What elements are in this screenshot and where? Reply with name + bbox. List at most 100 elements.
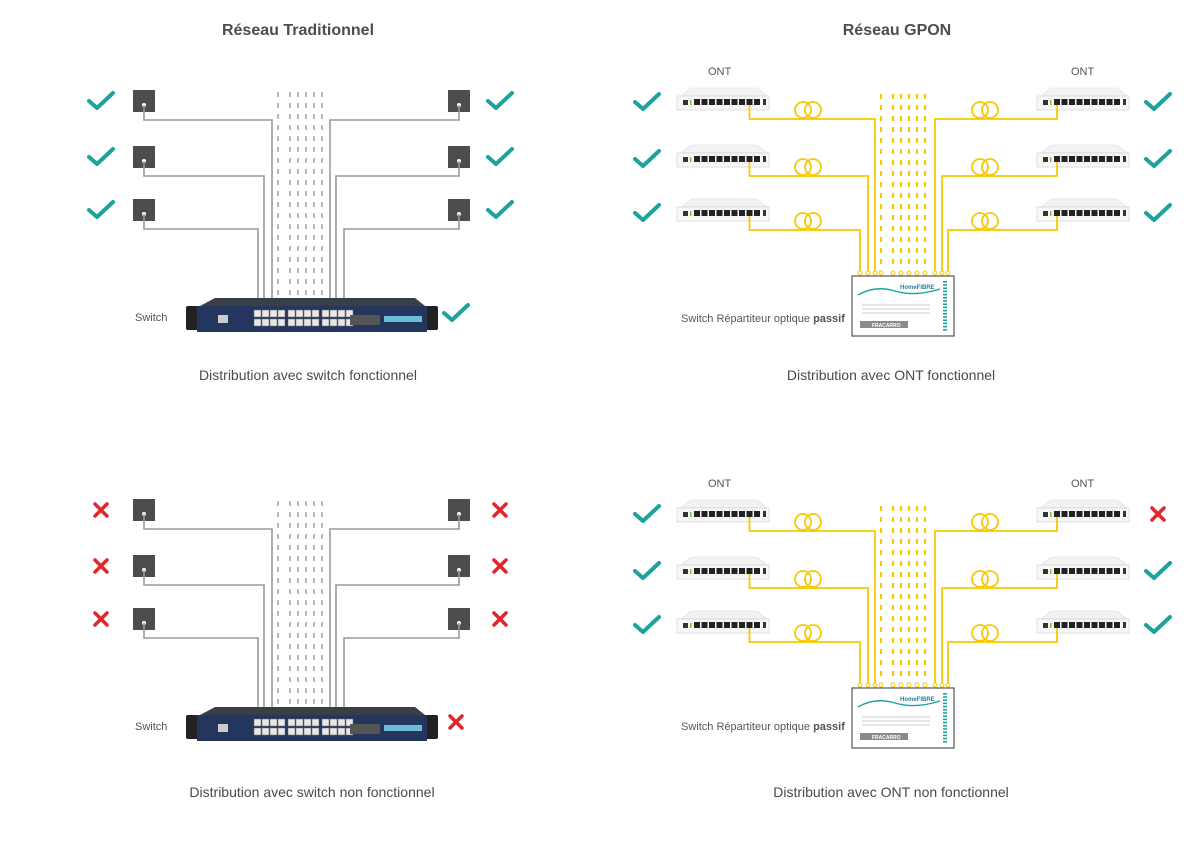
- wall-socket: [448, 555, 470, 577]
- check-icon: [87, 91, 115, 110]
- ont-port: [1069, 156, 1075, 162]
- ont-led: [690, 211, 692, 216]
- ont-port: [1106, 622, 1113, 628]
- ont-port: [1069, 210, 1075, 216]
- copper-cable: [329, 514, 460, 729]
- ont-switch: [763, 568, 766, 574]
- splitter-label-bold: passif: [813, 313, 845, 325]
- coil-loop: [981, 212, 999, 230]
- ethernet-port: [287, 309, 296, 318]
- caption-gpon-ok: Distribution avec ONT fonctionnel: [786, 367, 996, 383]
- ont-led: [690, 157, 692, 162]
- ont-led: [690, 100, 692, 105]
- fiber-coil-icon: [971, 101, 999, 119]
- fiber-connector: [872, 270, 878, 276]
- ont-port: [724, 511, 730, 517]
- ont-port: [1099, 99, 1105, 105]
- ont-port: [1084, 511, 1090, 517]
- splitter-output-port: [943, 297, 947, 299]
- ont-port: [1106, 156, 1113, 162]
- brand-plate: [384, 316, 422, 322]
- ont-port: [739, 156, 745, 162]
- ont-port: [1091, 156, 1098, 162]
- ont-port: [754, 511, 760, 517]
- splitter-output-port: [943, 306, 947, 309]
- ont-led: [1050, 157, 1052, 162]
- ont-device: [1036, 198, 1130, 222]
- ont-top: [680, 87, 768, 97]
- ont-port: [716, 156, 723, 162]
- splitter-label-text: Switch Répartiteur optique: [681, 313, 814, 325]
- ont-port: [1061, 99, 1068, 105]
- fiber-coil-icon: [971, 624, 999, 642]
- ont-port: [724, 568, 730, 574]
- splitter-output-port: [943, 325, 947, 328]
- fiber-connector: [890, 270, 896, 276]
- console-port: [218, 724, 228, 732]
- ont-device: [676, 610, 770, 634]
- panel-trad-fail: [93, 499, 508, 741]
- check-icon: [633, 149, 661, 168]
- ont-power: [683, 211, 688, 216]
- ethernet-port: [303, 309, 312, 318]
- ethernet-port: [337, 318, 346, 327]
- ont-port: [694, 156, 700, 162]
- ethernet-port: [303, 318, 312, 327]
- ethernet-port: [321, 318, 330, 327]
- check-icon: [486, 147, 514, 166]
- ont-port: [1114, 568, 1120, 574]
- ethernet-port: [311, 727, 320, 736]
- splitter-logo-wave: [857, 288, 941, 296]
- ont-port: [1054, 99, 1060, 105]
- ethernet-port: [337, 727, 346, 736]
- ont-port: [1061, 210, 1068, 216]
- cross-icon: [492, 558, 508, 574]
- ont-port: [1061, 568, 1068, 574]
- splitter-output-port: [943, 329, 947, 331]
- ont-port: [731, 622, 738, 628]
- ont-top: [680, 499, 768, 509]
- splitter-output-port: [943, 309, 947, 312]
- ont-port: [731, 511, 738, 517]
- ont-switch: [1123, 156, 1126, 162]
- ont-port: [1091, 568, 1098, 574]
- copper-cable: [143, 105, 273, 320]
- ont-port: [746, 622, 753, 628]
- ont-switch: [1123, 210, 1126, 216]
- ethernet-port: [311, 309, 320, 318]
- splitter-output-port: [943, 290, 947, 293]
- ont-port: [1054, 511, 1060, 517]
- splitter-output-port: [943, 284, 947, 286]
- copper-cable: [343, 214, 460, 320]
- rack-ear-right: [426, 715, 438, 739]
- fiber-cable: [941, 574, 1058, 687]
- ont-port: [1099, 156, 1105, 162]
- ont-port: [1084, 99, 1090, 105]
- check-icon: [1144, 561, 1172, 580]
- splitter-label-text: Switch Répartiteur optique: [681, 721, 814, 733]
- ont-port: [746, 99, 753, 105]
- fiber-cable: [748, 517, 876, 687]
- ont-port: [709, 568, 715, 574]
- ont-power: [1043, 157, 1048, 162]
- ont-port: [1061, 511, 1068, 517]
- ont-port: [701, 622, 708, 628]
- fiber-connector: [922, 270, 928, 276]
- switch-top: [200, 298, 425, 306]
- ont-port: [1069, 622, 1075, 628]
- fiber-coil-icon: [794, 570, 822, 588]
- ethernet-port: [269, 727, 278, 736]
- coil-loop: [981, 101, 999, 119]
- ont-port: [1054, 622, 1060, 628]
- fiber-connector: [857, 270, 863, 276]
- ont-port: [701, 568, 708, 574]
- ont-port: [739, 99, 745, 105]
- fiber-connector: [898, 270, 904, 276]
- ethernet-port: [337, 309, 346, 318]
- splitter-brand: HomeFIBRE: [900, 697, 935, 703]
- fiber-coil-icon: [971, 513, 999, 531]
- fiber-cable: [947, 628, 1058, 687]
- ont-top: [680, 144, 768, 154]
